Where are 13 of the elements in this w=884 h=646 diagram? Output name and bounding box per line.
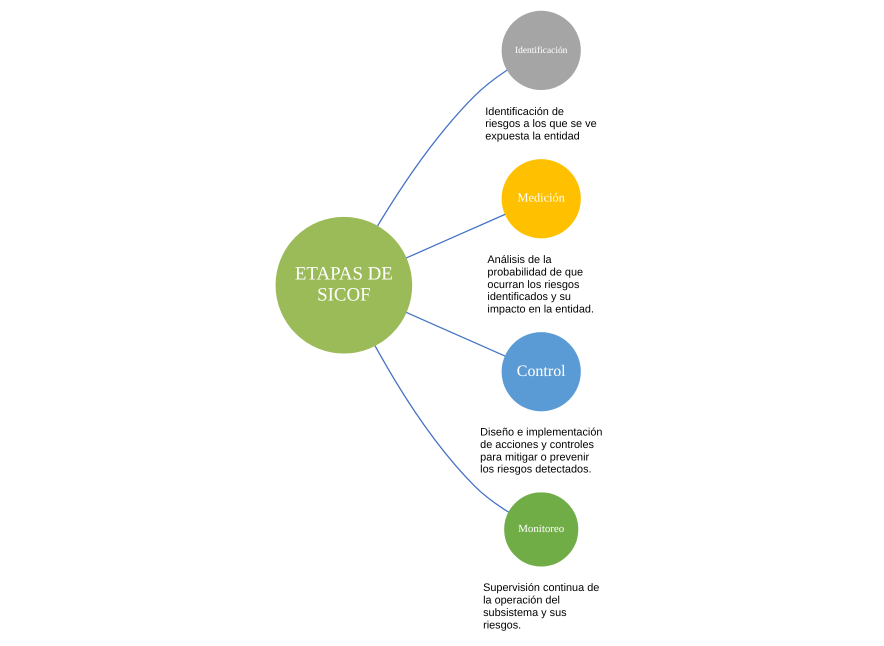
connector <box>377 70 508 226</box>
node-circle: Monitoreo <box>504 492 578 566</box>
node-circle: Medición <box>502 159 581 238</box>
connector <box>406 312 506 357</box>
node-label: Diseño e implementación de acciones y controles para mitigar o prevenir los riesgos detectados. <box>480 426 602 476</box>
node-label: Identificación de riesgos a los que se ve expuesta la entidad <box>485 106 597 142</box>
connector <box>374 346 509 513</box>
node-circle: Identificación <box>502 10 581 90</box>
node-label: Análisis de la probabilidad de que ocurran los riesgos identificados y su impacto en la entidad. <box>487 254 594 316</box>
connector <box>406 214 506 259</box>
node-circle: ETAPAS DE SICOF <box>276 216 412 354</box>
node-circle: Control <box>502 332 581 412</box>
node-label: Supervisión continua de la operación del subsistema y sus riesgos. <box>483 582 600 632</box>
